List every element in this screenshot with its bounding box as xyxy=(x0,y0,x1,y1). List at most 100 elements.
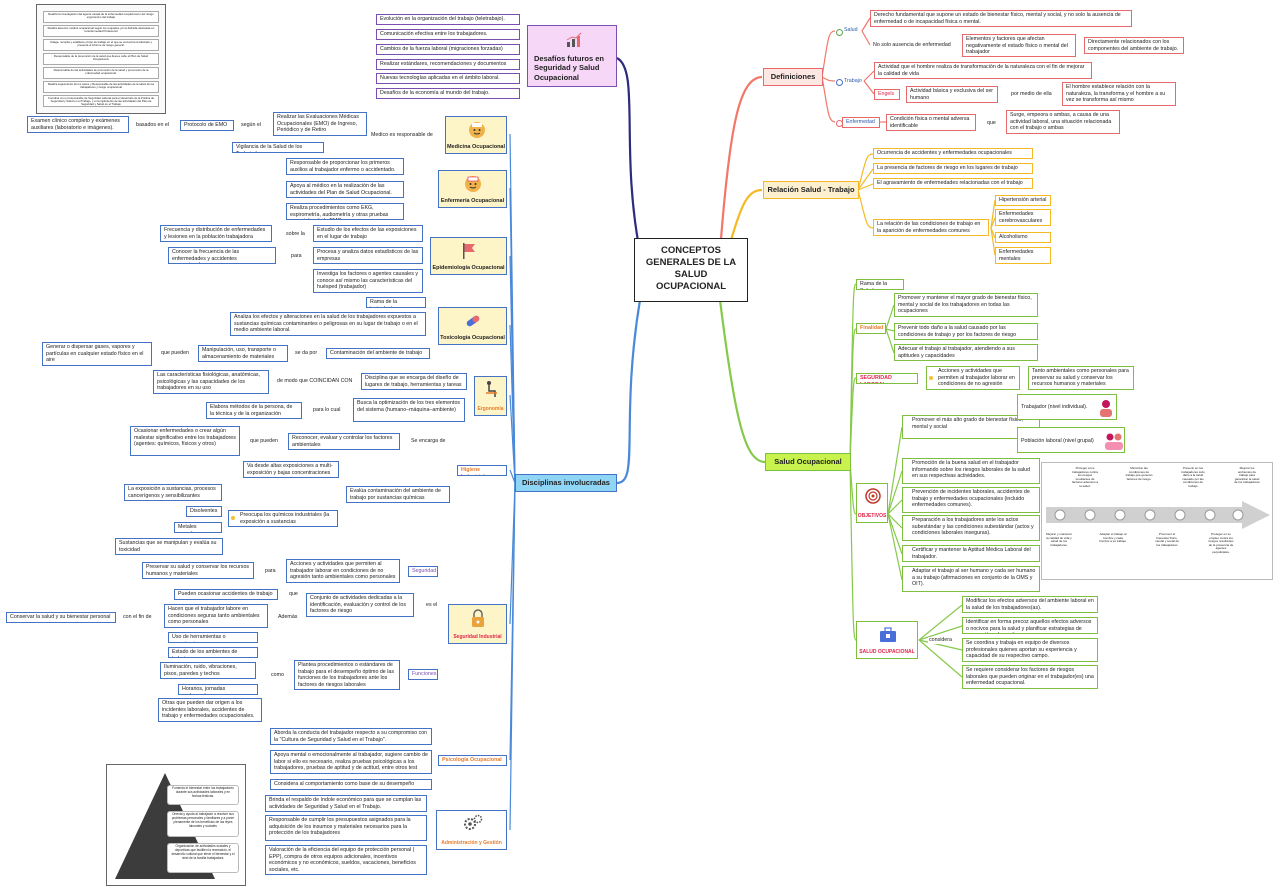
objetivo-item[interactable]: Promoción de la buena salud en el trabaj… xyxy=(902,458,1040,484)
conservar-node[interactable]: Conservar la salud y su bienestar person… xyxy=(6,612,116,623)
protocolo-node[interactable]: Protocolo de EMO xyxy=(180,120,234,131)
administracion-item[interactable]: Valoración de la eficiencia del equipo d… xyxy=(265,845,427,875)
considera-item[interactable]: Identificar en forma precoz aquellos efe… xyxy=(962,617,1098,634)
future-topic[interactable]: Desafíos futuros en Seguridad y Salud Oc… xyxy=(527,25,617,87)
objetivo-item[interactable]: Adaptar el trabajo al ser humano y cada … xyxy=(902,566,1040,592)
salud-ocupacional-topic[interactable]: Salud Ocupacional xyxy=(765,453,851,471)
enfermedad-definition[interactable]: Condición física o mental adversa identi… xyxy=(886,114,976,131)
seguridad-node[interactable]: Seguridad xyxy=(408,566,438,577)
conjunto-node[interactable]: Conjunto de actividades dedicadas a la i… xyxy=(306,593,414,617)
enfermedad-item[interactable]: Alcoholismo xyxy=(995,232,1051,243)
enfermeria-item[interactable]: Apoya al médico en la realización de las… xyxy=(286,181,404,198)
procesa-node[interactable]: Procesa y analiza datos estadísticos de … xyxy=(313,247,423,264)
preservar-node[interactable]: Preservar su salud y conservar los recur… xyxy=(142,562,254,579)
poblacion-laboral[interactable]: Población laboral (nivel grupal) xyxy=(1017,427,1125,453)
disolventes-node[interactable]: Disolventes xyxy=(186,506,222,517)
relacion-item[interactable]: Ocurrencia de accidentes y enfermedades … xyxy=(873,148,1033,159)
funciones-node[interactable]: Funciones xyxy=(408,669,438,680)
salud-definition[interactable]: Derecho fundamental que supone un estado… xyxy=(870,10,1132,27)
enfermedad-item[interactable]: Enfermedades cerebrovasculares xyxy=(995,209,1051,226)
future-item[interactable]: Nuevas tecnologías aplicadas en el ámbit… xyxy=(376,73,520,84)
como-item[interactable]: Uso de herramientas o maquinarias xyxy=(168,632,258,643)
disciplina-node[interactable]: Disciplina que se encarga del diseño de … xyxy=(361,373,467,390)
enfermedad-item[interactable]: Enfermedades mentales xyxy=(995,247,1051,264)
busca-node[interactable]: Busca la optimización de los tres elemen… xyxy=(353,398,465,422)
examen-node[interactable]: Examen clínico completo y exámenes auxil… xyxy=(27,116,129,133)
reconocer-node[interactable]: Reconocer, evaluar y controlar los facto… xyxy=(288,433,400,450)
engels-node[interactable]: Engels xyxy=(874,89,900,100)
center-topic[interactable]: CONCEPTOS GENERALES DE LA SALUD OCUPACIO… xyxy=(634,238,748,302)
epi-estudio[interactable]: Estudio de los efectos de las exposicion… xyxy=(313,225,423,242)
trabajo-definition[interactable]: Actividad que el hombre realiza de trans… xyxy=(874,62,1092,79)
directamente-node[interactable]: Directamente relacionados con los compon… xyxy=(1084,37,1184,54)
preocupa-node[interactable]: Preocupa los químicos industriales (la e… xyxy=(228,510,338,527)
considera-item[interactable]: Modificar los efectos adversos del ambie… xyxy=(962,596,1098,613)
generar-node[interactable]: Generar o dispersar gases, vapores y par… xyxy=(42,342,152,366)
administracion-item[interactable]: Responsable de cumplir los presupuestos … xyxy=(265,815,427,841)
rama-salud[interactable]: Rama de la Salud xyxy=(856,279,904,290)
vigilancia-node[interactable]: Vigilancia de la Salud de los Trabajador… xyxy=(232,142,324,153)
medicina-card[interactable]: Medicina Ocupacional xyxy=(445,116,507,154)
future-item[interactable]: Desafíos de la economía al mundo del tra… xyxy=(376,88,520,99)
definiciones-topic[interactable]: Definiciones xyxy=(763,68,823,86)
epidemiologia-card[interactable]: Epidemiología Ocupacional xyxy=(430,237,507,275)
considera-item[interactable]: Se requiere considerar los factores de r… xyxy=(962,665,1098,689)
seguridad-industrial-card[interactable]: Seguridad Industrial xyxy=(448,604,507,644)
evalua-node[interactable]: Evalúa contaminación del ambiente de tra… xyxy=(346,486,450,503)
investiga-node[interactable]: Investiga los factores o agentes causale… xyxy=(313,269,423,293)
exposicion-node[interactable]: La exposición a sustancias, procesos can… xyxy=(124,484,222,501)
objetivo-item[interactable]: Preparación a los trabajadores ante los … xyxy=(902,515,1040,541)
future-item[interactable]: Comunicación efectiva entre los trabajad… xyxy=(376,29,520,40)
como-item[interactable]: Horarios, jornadas prolongadas xyxy=(178,684,258,695)
rama-tox[interactable]: Rama de la toxicología xyxy=(366,297,426,308)
trabajador-individual[interactable]: Trabajador (nivel individual). xyxy=(1017,394,1117,420)
manipulacion-node[interactable]: Manipulación, uso, transporte o almacena… xyxy=(198,345,288,362)
hombre-node[interactable]: El hombre establece relación con la natu… xyxy=(1062,82,1176,106)
finalidad-item[interactable]: Promover y mantener el mayor grado de bi… xyxy=(894,293,1038,317)
relacion-topic[interactable]: Relación Salud - Trabajo xyxy=(763,181,859,199)
elabora-node[interactable]: Elabora métodos de la persona, de la téc… xyxy=(206,402,302,419)
psicologia-item[interactable]: Considera al comportamiento como base de… xyxy=(270,779,432,790)
contaminacion-node[interactable]: Contaminación del ambiente de trabajo xyxy=(326,348,430,359)
finalidad-item[interactable]: Adecuar el trabajo al trabajador, atendi… xyxy=(894,344,1038,361)
ergonomia-card[interactable]: Ergonomía xyxy=(474,376,507,416)
psicologia-item[interactable]: Apoya mental o emocionalmente al trabaja… xyxy=(270,750,432,774)
future-item[interactable]: Realizar estándares, recomendaciones y d… xyxy=(376,59,520,70)
future-item[interactable]: Cambios de la fuerza laboral (migracione… xyxy=(376,44,520,55)
frecuencia-node[interactable]: Frecuencia y distribución de enfermedade… xyxy=(160,225,272,242)
va-desde-node[interactable]: Va desde altas exposiciones a multi-expo… xyxy=(243,461,339,478)
objetivo-item[interactable]: Certificar y mantener la Aptitud Médica … xyxy=(902,545,1040,562)
ocasionar-node[interactable]: Ocasionar enfermedades o crear algún mal… xyxy=(130,426,240,456)
relacion-item[interactable]: La presencia de factores de riesgo en lo… xyxy=(873,163,1033,174)
disciplinas-topic[interactable]: Disciplinas involucradas xyxy=(515,474,617,492)
seguridad-laboral-node[interactable]: SEGURIDAD LABORAL xyxy=(856,373,918,384)
objetivos-card[interactable]: OBJETIVOS xyxy=(856,483,888,523)
engels-definition[interactable]: Actividad básica y exclusiva del ser hum… xyxy=(906,86,998,103)
sustancias-node[interactable]: Sustancias que se manipulan y evalúa su … xyxy=(115,538,223,555)
enfermeria-item[interactable]: Responsable de proporcionar los primeros… xyxy=(286,158,404,175)
enfermeria-card[interactable]: Enfermería Ocupacional xyxy=(438,170,507,208)
future-item[interactable]: Evolución en la organización del trabajo… xyxy=(376,14,520,25)
hacen-node[interactable]: Hacen que el trabajador labore en condic… xyxy=(164,604,268,628)
analiza-node[interactable]: Analiza los efectos y alteraciones en la… xyxy=(230,312,426,336)
conocer-node[interactable]: Conocer la frecuencia de las enfermedade… xyxy=(168,247,276,264)
caracteristicas-node[interactable]: Las características fisiológicas, anatóm… xyxy=(153,370,269,394)
objetivo-item[interactable]: Prevención de incidentes laborales, acci… xyxy=(902,487,1040,513)
surge-node[interactable]: Surge, empeora o ambas, a causa de una a… xyxy=(1006,110,1120,134)
administracion-card[interactable]: Administración y Gestión xyxy=(436,810,507,850)
finalidad-node[interactable]: Finalidad xyxy=(856,323,886,334)
elementos-node[interactable]: Elementos y factores que afectan negativ… xyxy=(962,34,1076,57)
metales-node[interactable]: Metales pesados xyxy=(174,522,222,533)
relacion-item[interactable]: La relación de las condiciones de trabaj… xyxy=(873,219,989,236)
considera-item[interactable]: Se coordina y trabaja en equipo de diver… xyxy=(962,638,1098,662)
administracion-item[interactable]: Brinda el respaldo de índole económico p… xyxy=(265,795,427,812)
enfermeria-item[interactable]: Realiza procedimientos como EKG, espirom… xyxy=(286,203,404,220)
seg-ambientales[interactable]: Tanto ambientales como personales para p… xyxy=(1028,366,1134,390)
finalidad-item[interactable]: Prevenir todo daño a la salud causado po… xyxy=(894,323,1038,340)
so-card[interactable]: SALUD OCUPACIONAL xyxy=(856,621,918,659)
acciones-node[interactable]: Acciones y actividades que permiten al t… xyxy=(286,559,400,583)
pueden-ocasionar-node[interactable]: Pueden ocasionar accidentes de trabajo xyxy=(174,589,278,600)
toxicologia-card[interactable]: Toxicología Ocupacional xyxy=(438,307,507,345)
enfermedad-node[interactable]: Enfermedad xyxy=(842,117,880,128)
psicologia-node[interactable]: Psicología Ocupacional xyxy=(438,755,507,766)
